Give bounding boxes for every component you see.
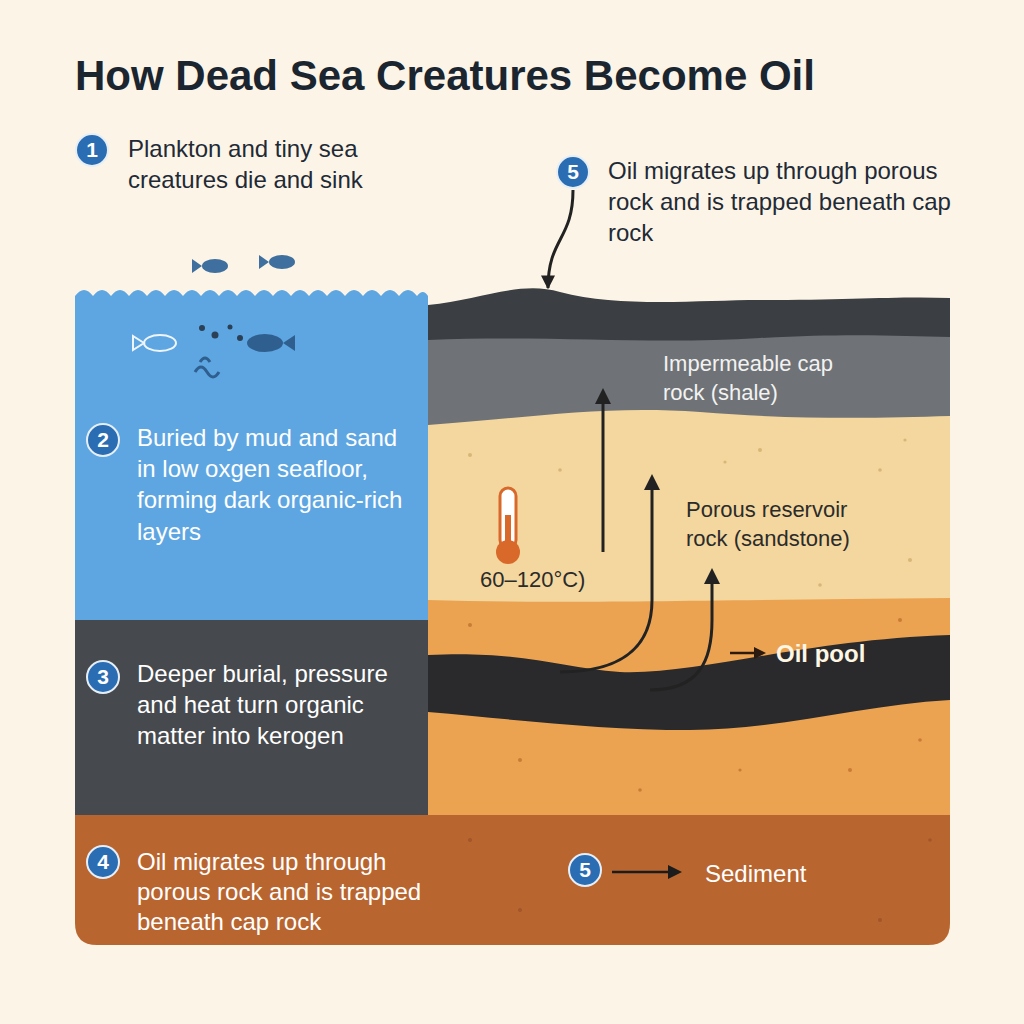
callout-number: 1 — [77, 135, 107, 165]
lower-rock — [428, 598, 950, 816]
source-rock — [428, 635, 950, 730]
surface-layer — [428, 288, 950, 816]
thermometer-icon — [496, 488, 520, 564]
step-text: Plankton and tiny sea creatures die and … — [128, 133, 373, 195]
band-label: Buried by mud and sand in low oxgen seaf… — [137, 422, 422, 547]
title: How Dead Sea Creatures Become Oil — [75, 52, 815, 100]
organic-layer — [75, 620, 428, 816]
callout-number: 2 — [86, 423, 120, 457]
sand-grains — [468, 438, 912, 586]
callout-number: 4 — [86, 845, 120, 879]
step-text: Oil migrates up through porous rock and … — [608, 155, 958, 249]
sandstone — [428, 410, 950, 816]
band-label: Sediment — [705, 858, 905, 889]
pointer-arrow — [548, 190, 573, 288]
callout-number: 3 — [88, 662, 118, 692]
callout-number: 4 — [88, 847, 118, 877]
sea-creatures — [133, 325, 295, 378]
callout-number: 5 — [570, 855, 600, 885]
oil-layer: Oil pool — [428, 600, 950, 815]
band-label: Porous reservoir rock (sandstone) — [686, 496, 891, 553]
sediment-grains — [468, 838, 932, 922]
callout-number: 5 — [558, 157, 588, 187]
band-label: Deeper burial, pressure and heat turn or… — [137, 658, 412, 752]
sea-water — [75, 290, 428, 620]
rock-grains — [468, 618, 922, 792]
cap-rock-band: Impermeable cap rock (shale) — [428, 290, 950, 420]
leader-arrows — [612, 647, 766, 879]
migration-arrows — [560, 400, 712, 690]
band-label: Impermeable cap rock (shale) — [663, 350, 863, 407]
callout-number: 3 — [86, 660, 120, 694]
cap-rock — [428, 335, 950, 816]
band-label: Oil pool — [776, 638, 936, 669]
fish — [192, 255, 295, 273]
band-label: Oil migrates up through porous rock and … — [137, 847, 437, 937]
reservoir-band: Porous reservoir rock (sandstone) — [428, 418, 950, 600]
callout-number: 5 — [556, 155, 590, 189]
callout-number: 2 — [88, 425, 118, 455]
sediment-layer — [75, 815, 950, 945]
callout-number: 5 — [568, 853, 602, 887]
callout-number: 1 — [75, 133, 109, 167]
arrowheads — [595, 388, 720, 584]
water-band: Buried by mud and sand in low oxgen seaf… — [75, 296, 428, 620]
organic-band: Deeper burial, pressure and heat turn or… — [75, 620, 428, 815]
sediment-band: Oil migrates up through porous rock and … — [75, 815, 950, 945]
temperature-label: 60–120°C) — [480, 566, 620, 595]
